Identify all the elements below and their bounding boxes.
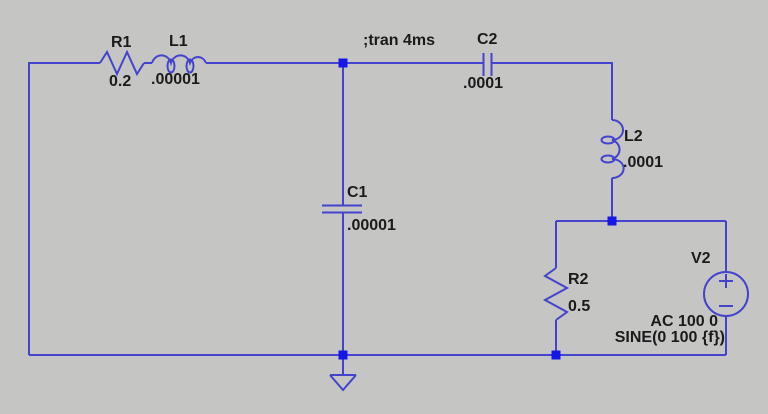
- resistor-R2-symbol[interactable]: [542, 267, 570, 321]
- junction-dot: [338, 58, 348, 68]
- R2-value-label[interactable]: 0.5: [568, 298, 591, 315]
- V2-ac-value-label[interactable]: AC 100 0: [650, 313, 718, 330]
- spice-directive[interactable]: ;tran 4ms: [363, 32, 436, 49]
- R1-name-label[interactable]: R1: [111, 34, 132, 51]
- wire-c2-to-l2[interactable]: [492, 62, 613, 120]
- L2-value-label[interactable]: .0001: [623, 154, 664, 171]
- inductor-L1-loop2: [185, 58, 195, 74]
- voltage-source-V2-symbol[interactable]: [703, 271, 749, 317]
- ground-icon[interactable]: [329, 355, 357, 392]
- inductor-L1-symbol[interactable]: [151, 54, 207, 67]
- voltage-source-V2-plus-icon: [719, 274, 733, 288]
- C2-name-label[interactable]: C2: [477, 31, 498, 48]
- R2-name-label[interactable]: R2: [568, 271, 589, 288]
- L1-name-label[interactable]: L1: [169, 33, 188, 50]
- inductor-L2-loop1: [600, 135, 616, 145]
- inductor-L2-loop2: [600, 154, 616, 164]
- L2-name-label[interactable]: L2: [624, 128, 643, 145]
- resistor-R1-symbol[interactable]: [99, 49, 145, 77]
- L1-value-label[interactable]: .00001: [151, 71, 200, 88]
- junction-dot: [607, 216, 617, 226]
- C1-value-label[interactable]: .00001: [347, 217, 396, 234]
- junction-dot: [551, 350, 561, 360]
- C1-name-label[interactable]: C1: [347, 184, 368, 201]
- junction-dot: [338, 350, 348, 360]
- V2-name-label[interactable]: V2: [691, 250, 711, 267]
- C2-value-label[interactable]: .0001: [463, 75, 504, 92]
- inductor-L1-loop1: [166, 58, 176, 74]
- wire-top-left[interactable]: [28, 62, 100, 355]
- V2-sine-value-label[interactable]: SINE(0 100 {f}): [614, 329, 725, 346]
- R1-value-label[interactable]: 0.2: [109, 73, 132, 90]
- inductor-L2-symbol[interactable]: [611, 119, 625, 179]
